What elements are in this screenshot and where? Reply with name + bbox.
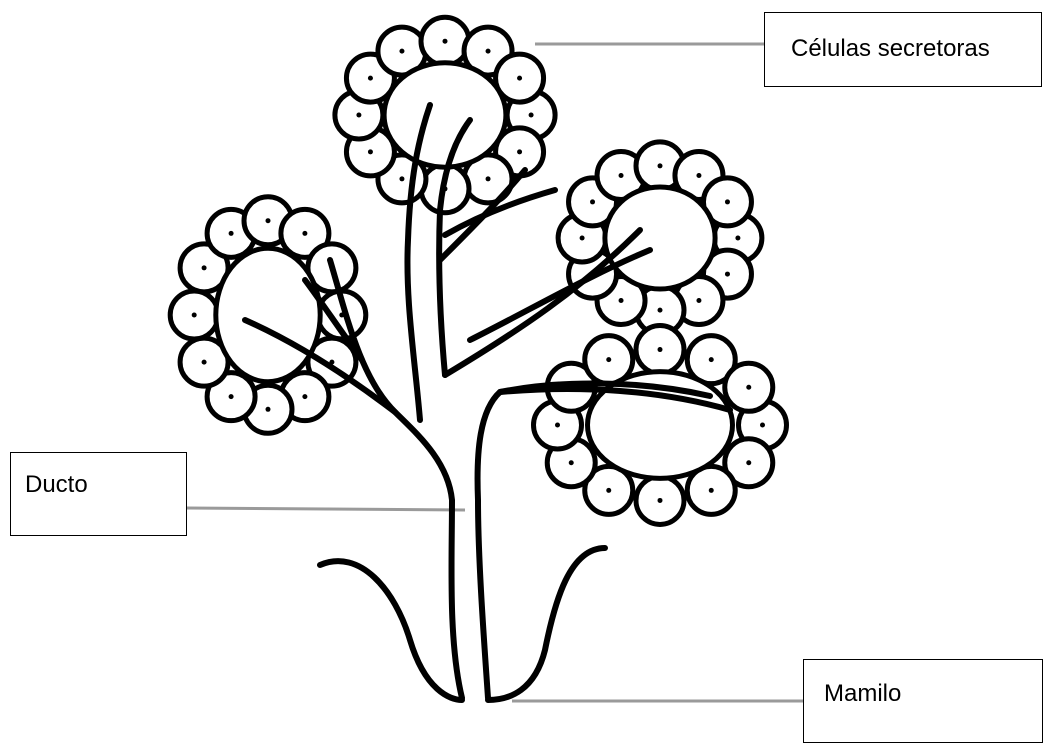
cell-nucleus bbox=[399, 49, 404, 54]
nipple bbox=[320, 548, 605, 700]
cell-nucleus bbox=[696, 298, 701, 303]
alveolar-lumen bbox=[216, 248, 320, 381]
nipple-text: Mamilo bbox=[824, 680, 901, 707]
cell-nucleus bbox=[486, 49, 491, 54]
cell-nucleus bbox=[202, 265, 207, 270]
duct-leader bbox=[187, 508, 465, 510]
alveolus-right-lower bbox=[534, 326, 787, 525]
cell-nucleus bbox=[266, 407, 271, 412]
cell-nucleus bbox=[569, 460, 574, 465]
cell-nucleus bbox=[658, 347, 663, 352]
cell-nucleus bbox=[709, 357, 714, 362]
cell-nucleus bbox=[266, 218, 271, 223]
cell-nucleus bbox=[368, 149, 373, 154]
cell-nucleus bbox=[658, 308, 663, 313]
cell-nucleus bbox=[555, 423, 560, 428]
cell-nucleus bbox=[709, 488, 714, 493]
duct-text: Ducto bbox=[25, 471, 88, 498]
cell-nucleus bbox=[529, 113, 534, 118]
alveolar-lumen bbox=[605, 187, 715, 289]
cell-nucleus bbox=[399, 176, 404, 181]
cell-nucleus bbox=[302, 231, 307, 236]
cell-nucleus bbox=[696, 173, 701, 178]
cell-nucleus bbox=[725, 199, 730, 204]
cell-nucleus bbox=[192, 313, 197, 318]
cell-nucleus bbox=[443, 39, 448, 44]
cell-nucleus bbox=[229, 394, 234, 399]
label-duct: Ducto bbox=[10, 452, 187, 536]
cell-nucleus bbox=[580, 236, 585, 241]
cell-nucleus bbox=[619, 173, 624, 178]
cell-nucleus bbox=[302, 394, 307, 399]
cell-nucleus bbox=[658, 163, 663, 168]
alveolus-left bbox=[170, 197, 366, 434]
alveolus-right-upper bbox=[558, 142, 762, 334]
cell-nucleus bbox=[658, 498, 663, 503]
cell-nucleus bbox=[725, 272, 730, 277]
cell-nucleus bbox=[202, 360, 207, 365]
cell-nucleus bbox=[735, 236, 740, 241]
cell-nucleus bbox=[590, 199, 595, 204]
cell-nucleus bbox=[486, 176, 491, 181]
cell-nucleus bbox=[606, 488, 611, 493]
cell-nucleus bbox=[229, 231, 234, 236]
cell-nucleus bbox=[368, 76, 373, 81]
secretory-cells-text: Células secretoras bbox=[791, 35, 990, 62]
label-nipple: Mamilo bbox=[803, 659, 1043, 743]
cell-nucleus bbox=[746, 385, 751, 390]
cell-nucleus bbox=[356, 113, 361, 118]
cell-nucleus bbox=[517, 76, 522, 81]
cell-nucleus bbox=[746, 460, 751, 465]
cell-nucleus bbox=[517, 149, 522, 154]
cell-nucleus bbox=[606, 357, 611, 362]
cell-nucleus bbox=[760, 423, 765, 428]
label-secretory-cells: Células secretoras bbox=[764, 12, 1042, 87]
alveolar-lumen bbox=[384, 63, 506, 167]
cell-nucleus bbox=[619, 298, 624, 303]
